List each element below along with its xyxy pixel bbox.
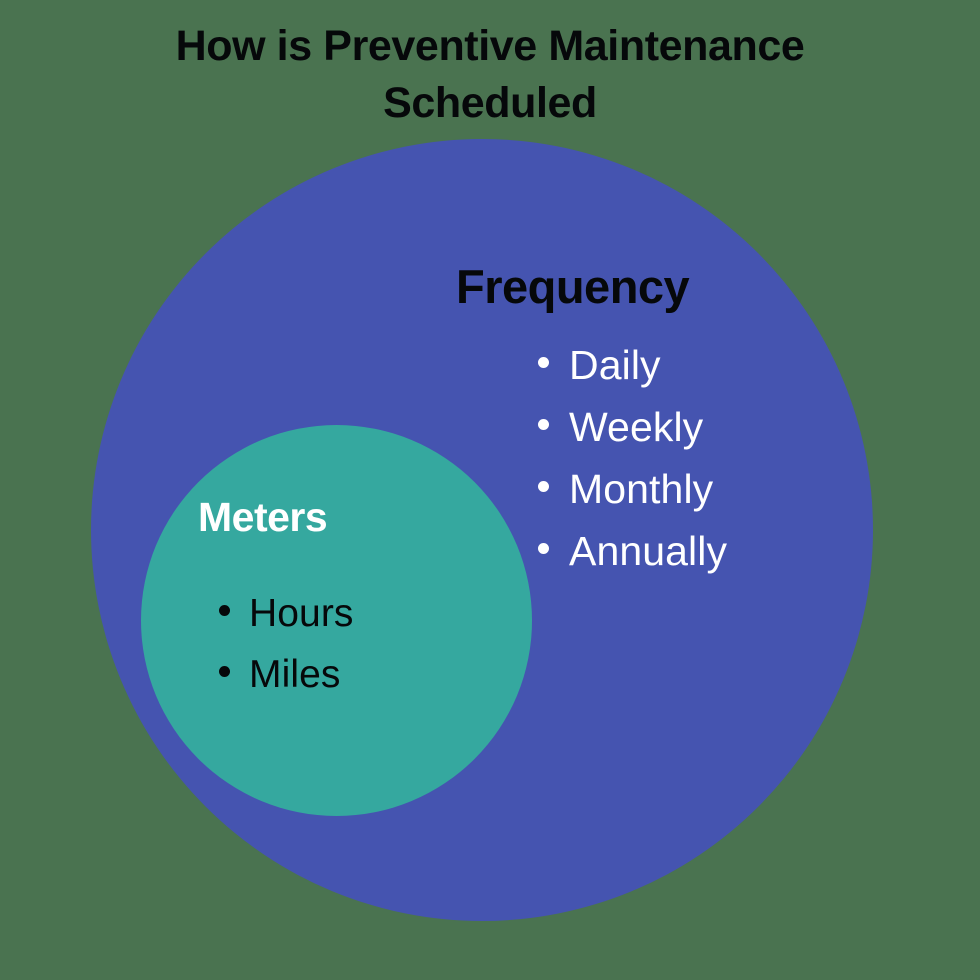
bullet-icon: [538, 357, 549, 368]
meters-list: Hours Miles: [219, 583, 354, 705]
list-item: Annually: [538, 520, 727, 582]
bullet-icon: [219, 605, 230, 616]
bullet-icon: [538, 543, 549, 554]
list-item: Miles: [219, 644, 354, 705]
bullet-icon: [538, 481, 549, 492]
bullet-icon: [219, 666, 230, 677]
list-item: Daily: [538, 334, 727, 396]
bullet-icon: [538, 419, 549, 430]
list-item: Hours: [219, 583, 354, 644]
list-item-label: Annually: [569, 528, 728, 574]
frequency-heading: Frequency: [456, 260, 690, 313]
list-item-label: Hours: [249, 592, 354, 635]
list-item: Monthly: [538, 458, 727, 520]
list-item-label: Miles: [249, 653, 341, 696]
meters-heading: Meters: [198, 494, 328, 540]
page-title: How is Preventive Maintenance Scheduled: [175, 22, 805, 127]
frequency-list: Daily Weekly Monthly Annually: [538, 334, 727, 582]
list-item: Weekly: [538, 396, 727, 458]
list-item-label: Monthly: [569, 466, 714, 512]
list-item-label: Daily: [569, 342, 661, 388]
meters-group: Meters Hours Miles: [198, 492, 354, 705]
frequency-group: Frequency Daily Weekly Monthly Annually: [456, 258, 727, 582]
meters-circle: [141, 425, 532, 816]
list-item-label: Weekly: [569, 404, 704, 450]
